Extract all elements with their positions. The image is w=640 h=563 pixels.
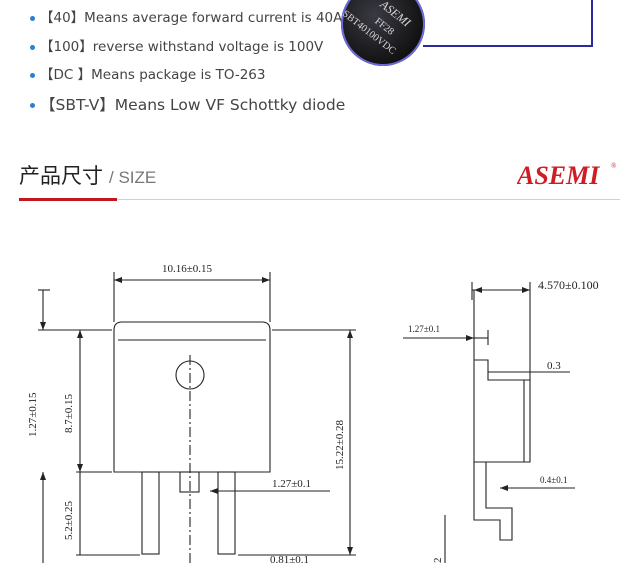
dim-height-total: 15.22±0.28 bbox=[334, 419, 346, 470]
lead-left bbox=[141, 471, 160, 555]
brand-logo-text: ASEMI bbox=[517, 161, 600, 188]
dim-pin-pitch: 1.27±0.1 bbox=[272, 478, 311, 490]
feature-bullet: 【100】reverse withstand voltage is 100V bbox=[30, 35, 323, 55]
section-accent-bar bbox=[19, 198, 117, 201]
section-divider bbox=[19, 199, 620, 200]
brand-logo: ASEMI ® bbox=[515, 160, 619, 193]
lead-right bbox=[217, 471, 236, 555]
chip-marking: ASEMI FF28 SBT40100VDC bbox=[340, 0, 414, 57]
side-view-lead bbox=[473, 462, 513, 541]
bullet-text: 【SBT-V】Means Low VF Schottky diode bbox=[40, 96, 346, 114]
dim-left-c: 5.2±0.25 bbox=[63, 500, 75, 540]
feature-bullet: 【SBT-V】Means Low VF Schottky diode bbox=[30, 93, 345, 115]
feature-bullet: 【40】Means average forward current is 40A bbox=[30, 6, 342, 26]
feature-bullet: 【DC 】Means package is TO-263 bbox=[30, 63, 265, 83]
chip-photo: ASEMI FF28 SBT40100VDC bbox=[340, 0, 425, 66]
dim-side-width: 4.570±0.100 bbox=[538, 278, 599, 292]
lead-center bbox=[179, 471, 200, 493]
callout-frame-bottom bbox=[423, 45, 593, 47]
dim-side-bottom: 2 bbox=[432, 558, 444, 563]
section-title-text: 产品尺寸 bbox=[19, 164, 103, 188]
side-view-outline bbox=[473, 290, 531, 463]
dim-left-b: 8.7±0.15 bbox=[63, 393, 75, 433]
bullet-text: 【DC 】Means package is TO-263 bbox=[40, 67, 266, 83]
brand-reg-mark: ® bbox=[611, 162, 617, 170]
package-outline bbox=[113, 321, 271, 473]
dim-side-tab: 1.27±0.1 bbox=[408, 324, 440, 334]
dim-left-a: 1.27±0.15 bbox=[27, 392, 39, 437]
bullet-dot-icon bbox=[30, 44, 35, 50]
dim-width-top: 10.16±0.15 bbox=[162, 263, 213, 275]
section-subtitle: / SIZE bbox=[109, 168, 157, 187]
dim-pin-width: 0.81±0.1 bbox=[270, 554, 309, 563]
bullet-text: 【40】Means average forward current is 40A bbox=[40, 10, 343, 26]
dim-side-lead: 0.4±0.1 bbox=[540, 475, 567, 485]
bullet-dot-icon bbox=[30, 103, 35, 108]
dim-side-step: 0.3 bbox=[547, 360, 561, 372]
bullet-text: 【100】reverse withstand voltage is 100V bbox=[40, 39, 324, 55]
section-title: 产品尺寸 / SIZE bbox=[19, 160, 156, 190]
bullet-dot-icon bbox=[30, 72, 35, 78]
bullet-dot-icon bbox=[30, 15, 35, 21]
callout-frame-right bbox=[591, 0, 593, 47]
